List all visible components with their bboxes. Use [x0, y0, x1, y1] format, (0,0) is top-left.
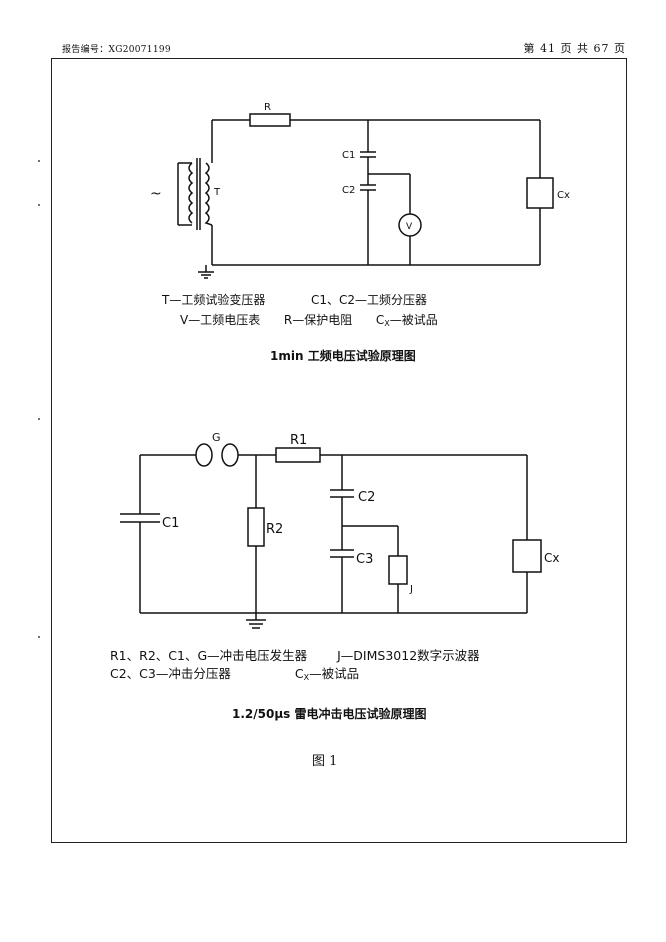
label-G: G: [212, 431, 221, 444]
legend1-line1: T—工频试验变压器 C1、C2—工频分压器: [162, 292, 427, 308]
label-C2: C2: [342, 185, 355, 196]
diagram2-caption: 1.2/50μs 雷电冲击电压试验原理图: [232, 707, 427, 721]
spark-gap-right: [221, 443, 239, 467]
label-C3: C3: [356, 552, 373, 567]
report-number: 报告编号：XG20071199: [62, 45, 171, 55]
oscilloscope-J: [388, 555, 408, 585]
label-Cx: Cx: [557, 190, 570, 201]
scan-dot: [38, 204, 40, 206]
legend-C1-C2: C1、C2—工频分压器: [311, 293, 428, 307]
label-R1: R1: [290, 433, 307, 448]
resistor-R1: [275, 447, 321, 463]
ac-source-symbol: ~: [150, 186, 162, 202]
legend-oscilloscope: J—DIMS3012数字示波器: [337, 648, 480, 663]
legend-Cx: CX—被试品: [375, 313, 438, 328]
spark-gap-left: [195, 443, 213, 467]
scan-dot: [38, 160, 40, 162]
label-T: T: [213, 187, 221, 198]
legend-generator: R1、R2、C1、G—冲击电压发生器: [110, 648, 308, 663]
diagram1-caption: 1min 工频电压试验原理图: [270, 349, 416, 363]
label-C1: C1: [162, 516, 179, 531]
content-frame: [51, 58, 627, 843]
scan-dot: [38, 636, 40, 638]
legend2-line1: R1、R2、C1、G—冲击电压发生器 J—DIMS3012数字示波器: [110, 648, 480, 664]
legend-V: V—工频电压表: [180, 313, 261, 327]
figure-label: 图 1: [312, 754, 338, 769]
legend-Cx: CX—被试品: [294, 666, 360, 682]
scan-dot: [38, 418, 40, 420]
test-object-cx: [512, 539, 542, 573]
label-Cx: Cx: [544, 551, 559, 565]
legend1-line2: V—工频电压表 R—保护电阻 CX—被试品: [180, 312, 438, 332]
legend-divider: C2、C3—冲击分压器: [110, 666, 231, 681]
legend-R: R—保护电阻: [283, 313, 353, 327]
page-info: 第 41 页 共 67 页: [523, 42, 626, 55]
label-R2: R2: [266, 522, 283, 537]
label-C1: C1: [342, 150, 355, 161]
label-V: V: [406, 222, 413, 232]
label-R: R: [264, 102, 271, 113]
legend2-line2: C2、C3—冲击分压器 CX—被试品: [110, 666, 359, 686]
legend-T: T—工频试验变压器: [162, 293, 266, 307]
transformer-primary: [188, 162, 194, 224]
resistor-R2: [247, 507, 265, 547]
label-J: J: [409, 584, 413, 595]
label-C2: C2: [358, 490, 375, 505]
transformer-secondary: [204, 162, 213, 226]
